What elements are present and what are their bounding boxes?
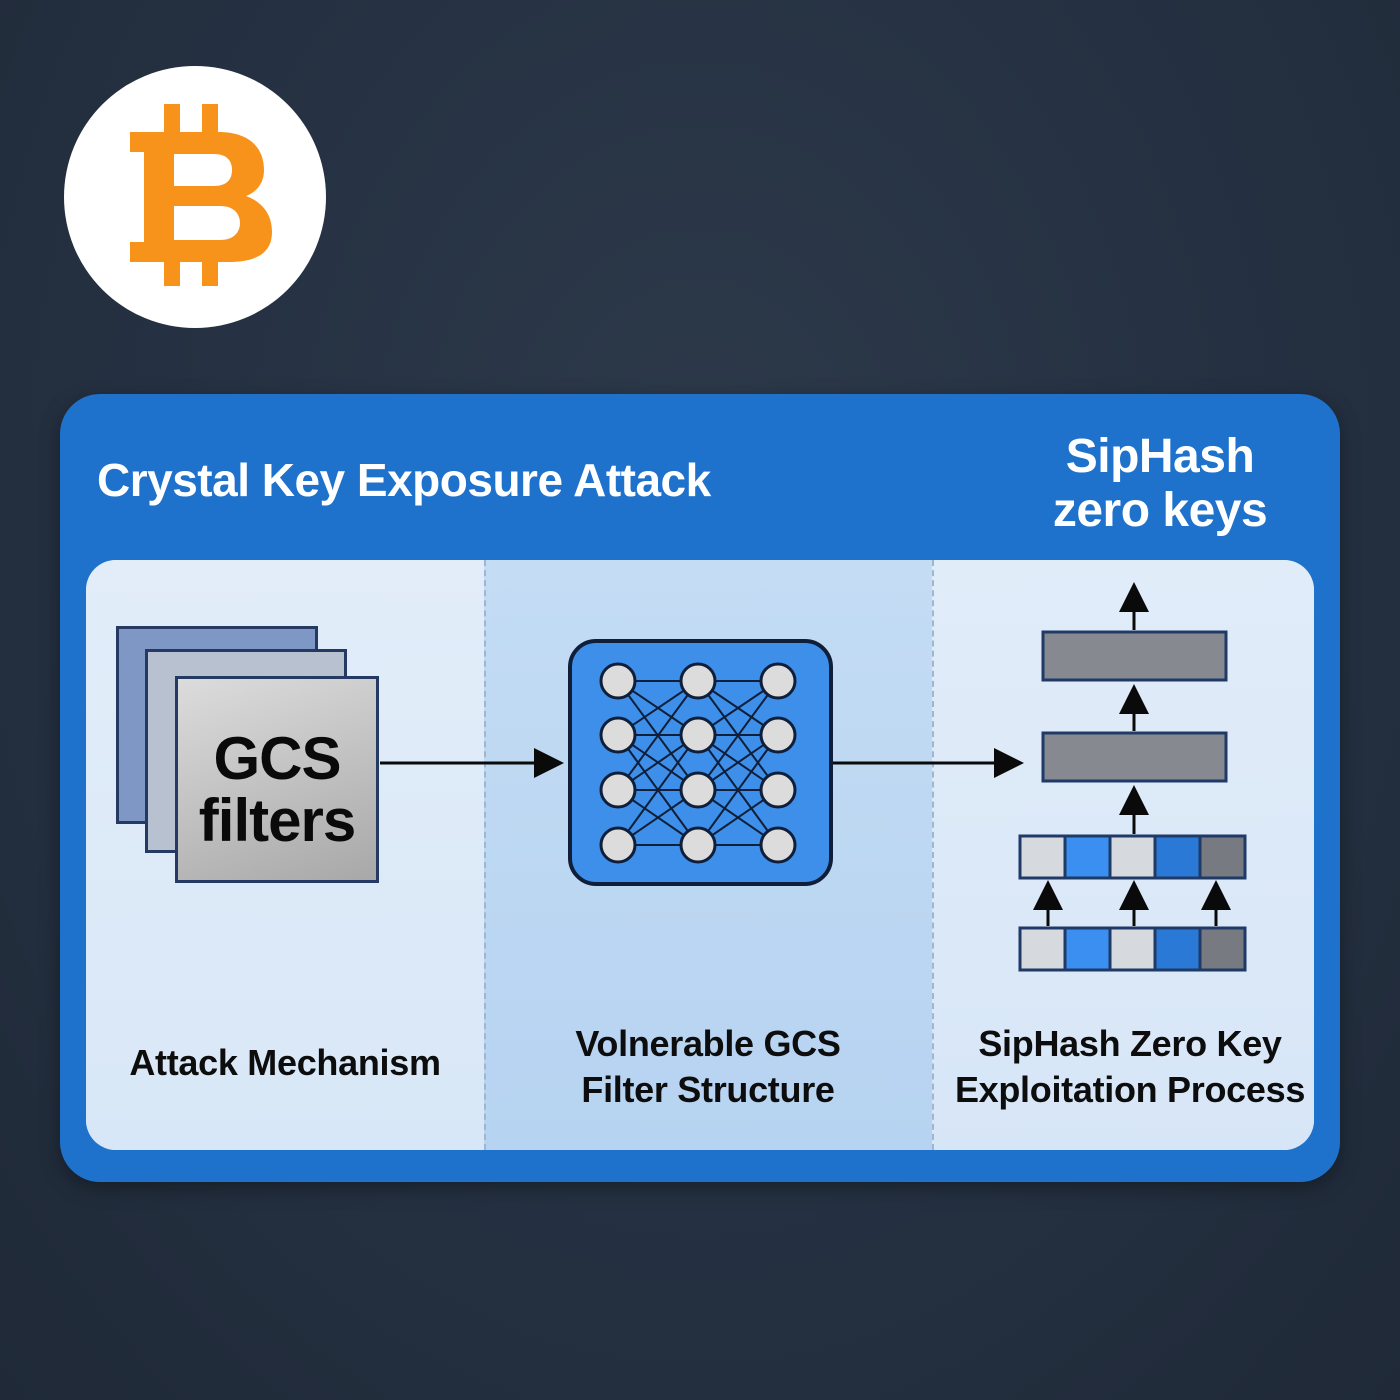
key-cell [1018, 834, 1067, 880]
gcs-filters-label: GCS filters [175, 728, 379, 852]
label-line: Volnerable GCS [575, 1023, 841, 1064]
network-box [568, 639, 833, 886]
network-node [759, 771, 797, 809]
card-line: filters [198, 787, 356, 854]
hash-block-middle [1041, 731, 1228, 783]
key-cell [1063, 926, 1112, 972]
key-cell [1108, 834, 1157, 880]
key-cell-row-lower [1018, 926, 1247, 972]
network-node [599, 826, 637, 864]
bitcoin-logo [64, 66, 326, 328]
network-node [759, 662, 797, 700]
network-node [679, 716, 717, 754]
key-cell [1018, 926, 1067, 972]
panel-title: Crystal Key Exposure Attack [97, 454, 711, 506]
label-filter-structure: Volnerable GCS Filter Structure [484, 1021, 932, 1113]
key-cell-row-upper [1018, 834, 1247, 880]
key-cell [1063, 834, 1112, 880]
network-edge [617, 680, 699, 791]
dashed-divider [932, 560, 934, 1150]
key-cell [1153, 926, 1202, 972]
network-edge [697, 680, 779, 791]
network-node [599, 662, 637, 700]
filter-card-front [175, 676, 379, 883]
key-cell [1153, 834, 1202, 880]
tag-line: SipHash [1065, 430, 1255, 483]
card-line: GCS [213, 725, 341, 792]
label-attack-mechanism: Attack Mechanism [86, 1040, 484, 1086]
tag-line: zero keys [1052, 484, 1268, 537]
bitcoin-icon [130, 104, 272, 286]
siphash-zero-keys-tag: SipHash zero keys [1040, 430, 1280, 538]
network-node [759, 826, 797, 864]
network-nodes [599, 662, 797, 864]
label-line: Exploitation Process [954, 1069, 1306, 1110]
network-edge [617, 734, 699, 846]
network-node [679, 662, 717, 700]
label-exploitation-process: SipHash Zero Key Exploitation Process [932, 1021, 1328, 1113]
label-line: Attack Mechanism [129, 1042, 441, 1083]
key-cell [1198, 926, 1247, 972]
label-line: SipHash Zero Key [978, 1023, 1282, 1064]
network-node [759, 716, 797, 754]
key-cell [1198, 834, 1247, 880]
dashed-divider [484, 560, 486, 1150]
key-cell [1108, 926, 1157, 972]
network-edge [697, 734, 779, 846]
network-node [679, 826, 717, 864]
network-node [599, 716, 637, 754]
network-node [679, 771, 717, 809]
network-node [599, 771, 637, 809]
hash-block-top [1041, 630, 1228, 682]
label-line: Filter Structure [581, 1069, 835, 1110]
